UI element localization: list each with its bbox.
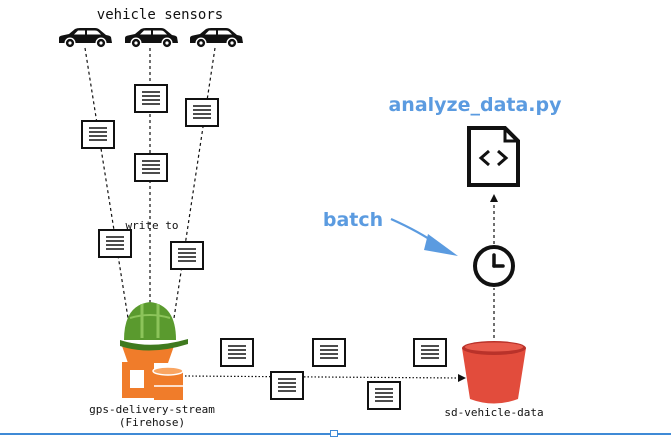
connector-car-3 xyxy=(173,47,216,319)
hardhat-icon xyxy=(120,302,188,351)
clock-icon xyxy=(473,245,515,287)
write-to-label: write to xyxy=(126,219,179,232)
stream-to-bucket-connector xyxy=(184,374,466,382)
script-name-label: analyze_data.py xyxy=(388,94,562,116)
sensors-title: vehicle sensors xyxy=(97,7,223,23)
car-icon xyxy=(189,27,244,49)
batch-label: batch xyxy=(323,209,383,231)
record-document-icon xyxy=(220,338,254,367)
car-icon xyxy=(124,27,179,49)
record-document-icon xyxy=(185,98,219,127)
bucket-name-label: sd-vehicle-data xyxy=(444,406,543,419)
record-document-icon xyxy=(270,371,304,400)
record-document-icon xyxy=(312,338,346,367)
batch-arrow-icon xyxy=(390,217,458,256)
resize-handle[interactable] xyxy=(330,430,338,437)
record-document-icon xyxy=(170,241,204,270)
connector-car-1 xyxy=(84,47,129,319)
record-document-icon xyxy=(134,153,168,182)
s3-bucket-icon xyxy=(462,341,526,404)
clock-to-script-connector xyxy=(490,194,498,244)
record-document-icon xyxy=(134,84,168,113)
stream-name-label: gps-delivery-stream xyxy=(89,403,215,416)
stream-type-label: (Firehose) xyxy=(119,416,185,429)
car-icon xyxy=(58,27,113,49)
record-document-icon xyxy=(367,381,401,410)
firehose-icon xyxy=(122,346,184,400)
record-document-icon xyxy=(81,120,115,149)
code-file-icon xyxy=(467,126,520,187)
record-document-icon xyxy=(413,338,447,367)
record-document-icon xyxy=(98,229,132,258)
